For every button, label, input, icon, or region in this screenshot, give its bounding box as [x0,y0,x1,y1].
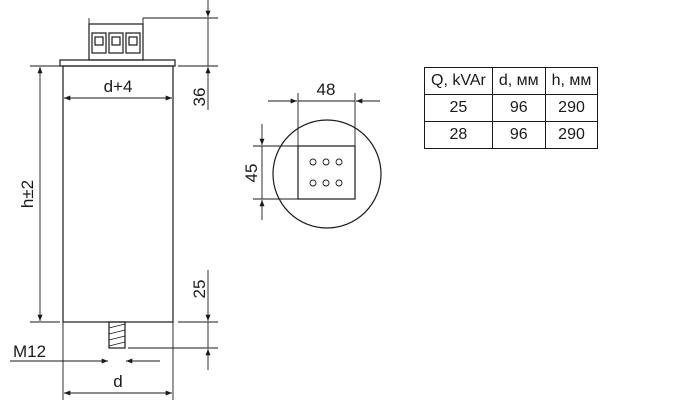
dim-bottom-label: 25 [190,280,209,299]
dim-base-label: d [113,372,122,391]
dim-width-top-label: d+4 [104,77,133,96]
col-header-power: Q, kVAr [424,67,493,95]
dim-height-label: h±2 [18,180,37,208]
capacitor-lid [59,59,176,67]
cell-diameter: 96 [491,94,546,122]
cell-diameter: 96 [491,121,546,149]
dim-top-height: 45 [242,124,298,220]
cell-power: 28 [424,121,493,149]
dim-base: d [62,322,174,400]
cell-height: 290 [544,121,599,149]
dim-top-height-label: 45 [242,164,261,183]
dim-top: 36 [143,0,218,110]
capacitor-outline-circle [272,119,382,229]
table-header-row: Q, kVAr d, мм h, мм [424,67,599,95]
table-row: 25 96 290 [424,94,599,122]
terminal-holes [309,158,343,187]
capacitor-body [62,65,174,323]
cell-height: 290 [544,94,599,122]
dim-bottom: 25 [128,270,218,370]
terminal-block-top [297,145,356,200]
dim-top-width-label: 48 [317,80,336,99]
dim-width-top: d+4 [62,66,174,106]
col-header-diameter: d, мм [491,67,546,95]
dim-top-width: 48 [268,80,380,146]
cell-power: 25 [424,94,493,122]
dim-thread: M12 [10,342,160,364]
terminal-block [88,18,144,61]
capacitor-top-view: 48 45 [242,80,382,229]
threaded-stud [108,321,126,349]
col-header-height: h, мм [544,67,599,95]
dim-height: h±2 [18,65,60,323]
table-row: 28 96 290 [424,121,599,149]
dim-top-label: 36 [190,88,209,107]
dim-thread-label: M12 [13,342,46,361]
capacitor-side-view: d+4 h±2 36 25 [10,0,218,400]
specs-table: Q, kVAr d, мм h, мм 25 96 290 28 96 290 [424,67,599,149]
